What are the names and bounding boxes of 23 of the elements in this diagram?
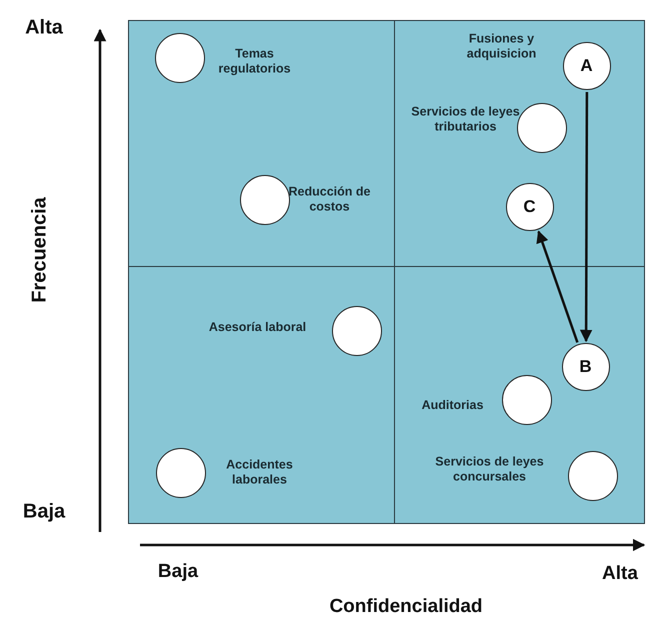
axis-end-label: Baja (158, 561, 198, 583)
axis-end-label: Alta (602, 563, 638, 585)
item-label: Servicios de leyes concursales (434, 454, 545, 486)
quadrant-panel (394, 266, 645, 524)
item-label: Asesoría laboral (208, 320, 308, 336)
item-label: Servicios de leyes tributarios (410, 104, 520, 136)
lettered-circle: A (562, 42, 610, 90)
item-label: Reducción de costos (288, 184, 372, 216)
item-label: Temas regulatorios (217, 46, 292, 78)
axis-title: Frecuencia (28, 197, 52, 303)
axis-title: Confidencialidad (329, 596, 483, 618)
item-label: Fusiones y adquisicion (466, 30, 538, 62)
item-label: Auditorias (420, 398, 484, 414)
lettered-circle: C (506, 182, 554, 230)
quadrant-panel (128, 266, 396, 524)
arrow (536, 230, 579, 343)
axis-end-label: Baja (22, 500, 66, 524)
axis-end-label: Alta (25, 16, 63, 40)
quadrant-panel (128, 20, 396, 268)
item-label: Accidentes laborales (225, 456, 294, 488)
lettered-circle: B (562, 342, 610, 390)
quadrant-panel (394, 20, 645, 268)
arrow (580, 92, 592, 342)
